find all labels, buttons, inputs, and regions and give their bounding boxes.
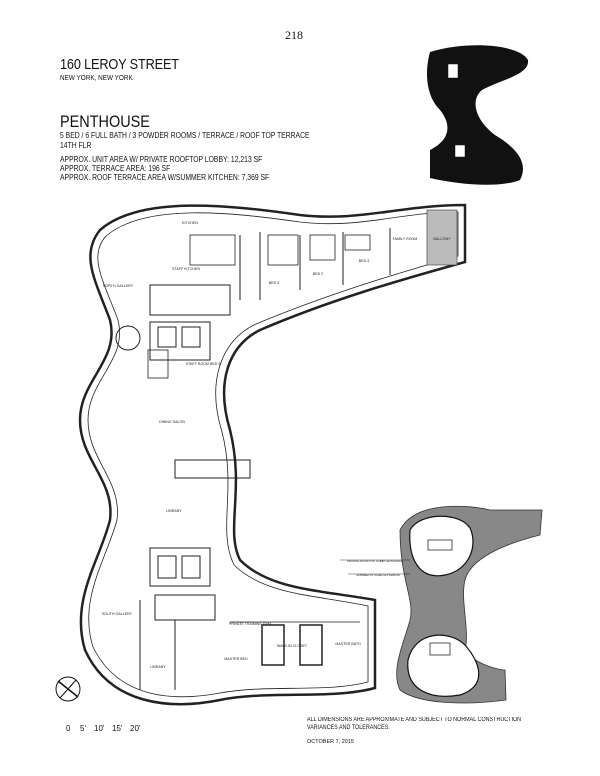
key-plan [427,45,529,185]
room-label-staff-room: STAFF ROOM BED 5 [186,362,221,366]
roof-label-summer-kitchen: SUMMER KITCHEN EXTERIOR [356,573,400,577]
scale-bar: 0 5' 10' 15' 20' [66,724,141,733]
room-label-family-room: FAMILY ROOM [393,237,418,241]
room-label-training-gym: PRIVATE TRAINING GYM [229,622,271,626]
room-label-walk-in-closet: WALK-IN CLOSET [277,644,308,648]
room-label-south-gallery: SOUTH GALLERY [102,612,133,616]
unit-floor: 14TH FLR [60,141,92,150]
disclaimer-note: ALL DIMENSIONS ARE APPROXIMATE AND SUBJE… [307,717,522,731]
building-name: 160 LEROY STREET [60,56,179,73]
scale-tick: 15' [112,724,123,733]
roof-plan: PRIVATE ROOFTOP LOBBY ENTRANCE SUMMER KI… [340,505,543,704]
scale-tick: 5' [80,724,86,733]
plan-date: OCTOBER 7, 2015 [307,739,354,745]
unit-summary: 5 BED / 6 FULL BATH / 3 POWDER ROOMS / T… [60,131,310,140]
scale-tick: 20' [130,724,141,733]
main-floor-plan [78,203,467,706]
roof-label-lobby: PRIVATE ROOFTOP LOBBY ENTRANCE [347,559,403,563]
room-label-kitchen: KITCHEN [182,221,198,225]
room-label-bed4: BED 4 [359,259,369,263]
scale-tick: 0 [66,724,71,733]
room-label-bed2: BED 2 [313,272,323,276]
room-label-library: LIBRARY [166,509,182,513]
north-arrow-icon [55,676,81,702]
terrace-area: APPROX. TERRACE AREA: 196 SF [60,164,171,173]
room-label-master-bed: MASTER BED [224,657,248,661]
roof-terrace-area: APPROX. ROOF TERRACE AREA W/SUMMER KITCH… [60,173,270,182]
unit-name: PENTHOUSE [60,112,150,131]
unit-area: APPROX. UNIT AREA W/ PRIVATE ROOFTOP LOB… [60,155,263,164]
scale-tick: 10' [94,724,105,733]
room-label-bed3: BED 3 [269,281,279,285]
building-location: NEW YORK, NEW YORK [60,73,133,82]
room-label-master-bath: MASTER BATH [335,642,361,646]
room-label-north-gallery: NORTH GALLERY [103,284,134,288]
room-label-study: LIBRARY [150,665,166,669]
room-label-staff-kitchen: STAFF KITCHEN [172,267,200,271]
room-label-balcony: BALCONY [433,237,451,241]
room-label-dining-salon: DINING SALON [159,420,185,424]
page-number: 218 [285,28,303,42]
